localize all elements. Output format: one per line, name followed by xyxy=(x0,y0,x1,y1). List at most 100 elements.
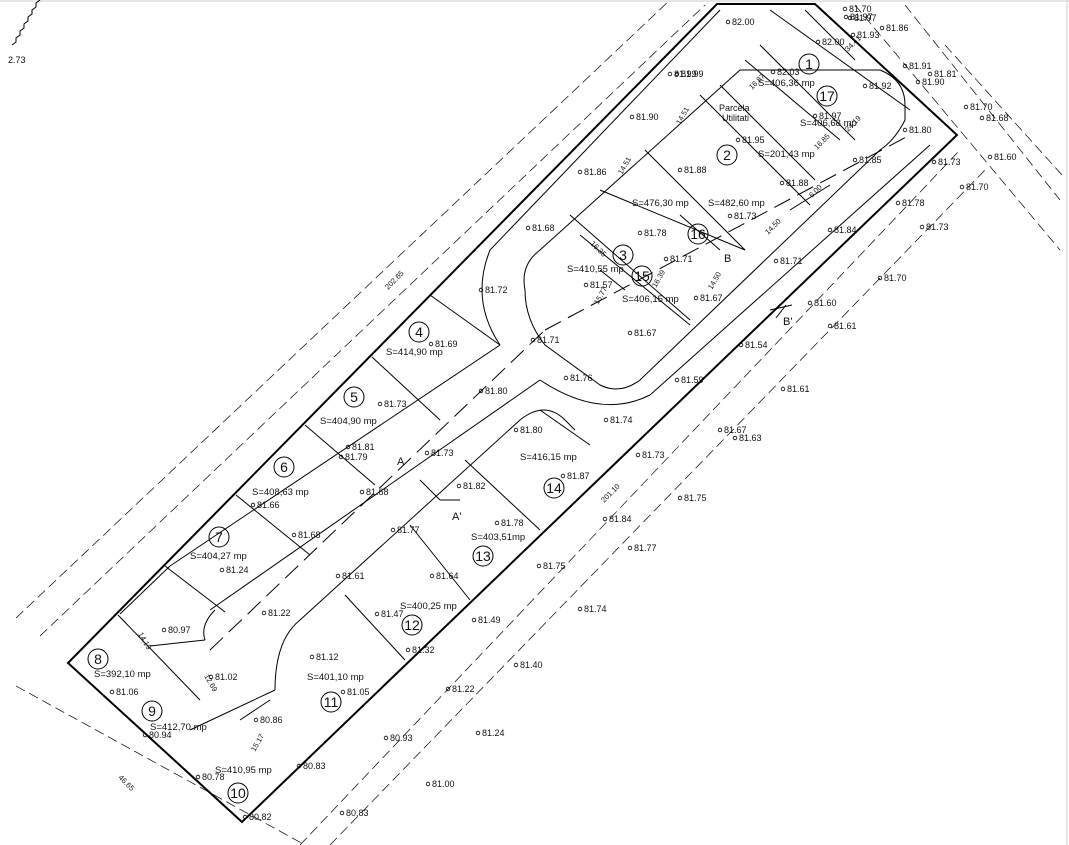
spot-height-marker xyxy=(291,532,297,538)
spot-height-label: 81.70 xyxy=(966,182,989,192)
spot-height-label: 81.97 xyxy=(854,13,877,23)
spot-heights-layer: 82.0082.0082.0381.9781.9981.9081.8681.68… xyxy=(109,4,1017,822)
lot-17-number: 17 xyxy=(819,88,835,104)
spot-height-marker xyxy=(674,377,680,383)
spot-height-marker xyxy=(161,627,167,633)
spot-height-marker xyxy=(902,63,908,69)
dim-7: 14.50 xyxy=(763,217,783,237)
spot-height-marker xyxy=(770,69,776,75)
spot-height-label: 81.73 xyxy=(642,450,665,460)
dim-12: 14.19 xyxy=(136,631,153,652)
spot-height-label: 81.68 xyxy=(532,223,555,233)
spot-height-marker xyxy=(879,25,885,31)
lot-1-number: 1 xyxy=(805,56,813,72)
spot-height-marker xyxy=(693,295,699,301)
corner-label: 2.73 xyxy=(8,55,26,65)
lot-17-area: S=406,68 mp xyxy=(800,118,857,129)
spot-height-marker xyxy=(627,330,633,336)
spot-height-marker xyxy=(478,388,484,394)
spot-height-label: 81.88 xyxy=(786,178,809,188)
spot-height-marker xyxy=(429,573,435,579)
spot-height-marker xyxy=(513,662,519,668)
spot-height-label: 80.82 xyxy=(249,812,272,822)
spot-height-marker xyxy=(425,781,431,787)
spot-height-marker xyxy=(583,282,589,288)
spot-height-marker xyxy=(862,83,868,89)
lot-12-number: 12 xyxy=(404,617,420,633)
lot-7-area: S=404,27 mp xyxy=(190,551,247,562)
spot-height-marker xyxy=(602,516,608,522)
lot-4-number: 4 xyxy=(415,324,423,340)
spot-height-marker xyxy=(195,774,201,780)
spot-height-label: 81.71 xyxy=(780,256,803,266)
spot-height-label: 81.61 xyxy=(342,571,365,581)
spot-height-label: 80.86 xyxy=(260,715,283,725)
spot-height-label: 81.85 xyxy=(859,155,882,165)
lot-9-area: S=412,70 mp xyxy=(150,722,207,733)
spot-height-label: 81.92 xyxy=(869,81,892,91)
dim-3: 14.51 xyxy=(616,155,633,176)
spot-height-marker xyxy=(677,495,683,501)
spot-height-marker xyxy=(456,483,462,489)
lots-layer: S=406,36 mp S=201,43 mp S=410,55 mp S=41… xyxy=(87,53,857,804)
spot-height-label: 80.93 xyxy=(390,733,413,743)
lot-8-area: S=392,10 mp xyxy=(94,669,151,680)
spot-height-label: 81.57 xyxy=(590,280,613,290)
spot-height-marker xyxy=(445,686,451,692)
spot-height-marker xyxy=(577,606,583,612)
spot-height-label: 81.22 xyxy=(268,608,291,618)
spot-height-marker xyxy=(345,444,351,450)
spot-height-marker xyxy=(812,113,818,119)
section-mark-a: A xyxy=(397,456,405,468)
extra-area-a1: S=476,30 mp xyxy=(632,198,689,209)
spot-height-label: 81.76 xyxy=(570,373,593,383)
spot-height-marker xyxy=(629,114,635,120)
spot-height-label: 81.61 xyxy=(834,321,857,331)
spot-height-marker xyxy=(374,611,380,617)
spot-height-marker xyxy=(779,180,785,186)
spot-height-label: 81.49 xyxy=(478,615,501,625)
parcela-label: Parcela xyxy=(719,103,750,113)
spot-height-label: 80.83 xyxy=(346,808,369,818)
spot-height-marker xyxy=(727,213,733,219)
spot-height-marker xyxy=(902,127,908,133)
spot-height-label: 81.75 xyxy=(684,493,707,503)
dim-long: 202.65 xyxy=(383,269,406,292)
spot-height-marker xyxy=(296,763,302,769)
dim-right: 201.10 xyxy=(599,482,622,505)
lot-13-number: 13 xyxy=(475,548,491,564)
spot-height-label: 81.78 xyxy=(644,228,667,238)
lot-15-area: S=406,15 mp xyxy=(622,294,679,305)
spot-height-marker xyxy=(919,224,925,230)
spot-height-marker xyxy=(383,735,389,741)
spot-height-marker xyxy=(335,573,341,579)
spot-height-marker xyxy=(807,300,813,306)
spot-height-label: 81.61 xyxy=(787,384,810,394)
spot-height-marker xyxy=(109,689,115,695)
site-boundary xyxy=(66,3,959,824)
lot-2-number: 2 xyxy=(723,147,731,163)
spot-height-label: 81.68 xyxy=(366,487,389,497)
spot-height-marker xyxy=(339,810,345,816)
lot-2-area: S=201,43 mp xyxy=(758,149,815,160)
spot-height-marker xyxy=(478,287,484,293)
spot-height-marker xyxy=(340,689,346,695)
spot-height-label: 81.84 xyxy=(609,514,632,524)
spot-height-label: 80.94 xyxy=(149,730,172,740)
spot-height-label: 81.59 xyxy=(681,375,704,385)
lot-6-area: S=408,63 mp xyxy=(252,487,309,498)
spot-height-marker xyxy=(725,19,731,25)
lot-12-area: S=400,25 mp xyxy=(400,601,457,612)
spot-height-marker xyxy=(359,489,365,495)
spot-height-label: 81.97 xyxy=(850,12,873,22)
spot-height-marker xyxy=(377,401,383,407)
lot-10-number: 10 xyxy=(230,785,246,801)
section-mark-b: B xyxy=(724,253,731,265)
spot-height-label: 81.90 xyxy=(922,77,945,87)
spot-height-marker xyxy=(494,520,500,526)
spot-height-marker xyxy=(827,323,833,329)
spot-height-label: 81.99 xyxy=(681,69,704,79)
spot-height-marker xyxy=(536,563,542,569)
lot-14-number: 14 xyxy=(546,480,562,496)
